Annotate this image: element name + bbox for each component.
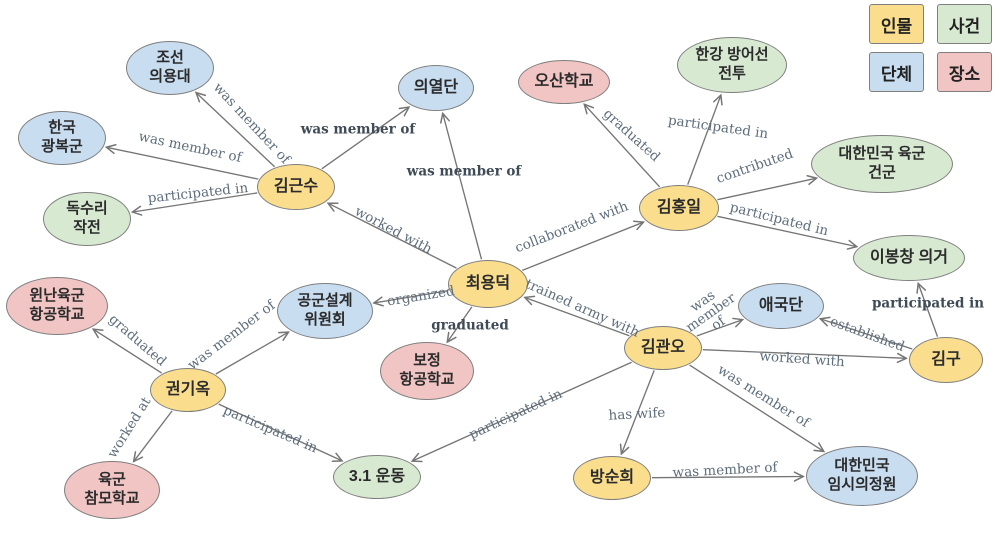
edge-kim-geun-su-hanguk-gwangbokgun bbox=[107, 147, 259, 180]
edge-choe-yong-deok-gonggun-seolgye-wiwonhoe bbox=[374, 289, 449, 303]
edge-kim-gwan-o-samil-undong bbox=[412, 361, 632, 461]
node-samil-undong[interactable]: 3.1 운동 bbox=[333, 455, 421, 499]
edge-kim-gwan-o-bang-sun-hui bbox=[622, 370, 655, 453]
edge-choe-yong-deok-bojeong-hanggong-hakgyo bbox=[447, 306, 473, 342]
node-gwon-gi-ok[interactable]: 권기옥 bbox=[150, 368, 226, 412]
edge-kim-hong-il-daehanminguk-yukgun-geongun bbox=[717, 178, 816, 201]
edge-kim-gwan-o-daehanminguk-imsi-uijeongwon bbox=[689, 364, 824, 451]
edge-choe-yong-deok-uiyeoldan bbox=[443, 114, 483, 260]
edge-kim-geun-su-joseon-uiyongdae bbox=[196, 93, 276, 168]
edge-gwon-gi-ok-winnan-yukgun-hanggong-hakgyo bbox=[93, 329, 163, 374]
legend: 인물 사건 단체 장소 bbox=[869, 4, 992, 92]
legend-item-person: 인물 bbox=[869, 4, 924, 44]
edge-kim-geun-su-uiyeoldan bbox=[321, 107, 409, 170]
node-hangang-bangeoseon-jeontu[interactable]: 한강 방어선 전투 bbox=[677, 37, 787, 93]
edge-kim-gu-aegukdan bbox=[821, 319, 913, 350]
node-kim-hong-il[interactable]: 김홍일 bbox=[639, 185, 719, 231]
node-kim-geun-su[interactable]: 김근수 bbox=[257, 164, 335, 210]
edge-kim-hong-il-osan-hakgyo bbox=[584, 104, 661, 188]
edge-kim-gwan-o-choe-yong-deok bbox=[525, 298, 630, 337]
edge-label-kim-gwan-o-bang-sun-hui: has wife bbox=[608, 404, 666, 424]
edge-kim-geun-su-doksuri-jakjeon bbox=[133, 192, 258, 212]
edge-label-kim-geun-su-uiyeoldan: was member of bbox=[300, 121, 416, 138]
edge-bang-sun-hui-daehanminguk-imsi-uijeongwon bbox=[651, 477, 803, 478]
edge-gwon-gi-ok-gonggun-seolgye-wiwonhoe bbox=[215, 332, 288, 375]
edge-kim-hong-il-hangang-bangeoseon-jeontu bbox=[687, 95, 721, 185]
legend-item-event: 사건 bbox=[937, 4, 992, 44]
node-daehanminguk-imsi-uijeongwon[interactable]: 대한민국 임시의정원 bbox=[806, 446, 918, 506]
edge-label-kim-gu-i-bong-chang-uigeo: participated in bbox=[871, 295, 985, 312]
node-winnan-yukgun-hanggong-hakgyo[interactable]: 윈난육군 항공학교 bbox=[6, 277, 108, 335]
legend-item-organization: 단체 bbox=[869, 52, 924, 92]
node-doksuri-jakjeon[interactable]: 독수리 작전 bbox=[43, 192, 131, 246]
edge-label-choe-yong-deok-bojeong-hanggong-hakgyo: graduated bbox=[431, 317, 509, 334]
node-choe-yong-deok[interactable]: 최용덕 bbox=[448, 260, 528, 308]
edge-choe-yong-deok-kim-hong-il bbox=[522, 222, 643, 272]
edge-kim-gu-i-bong-chang-uigeo bbox=[918, 284, 939, 337]
edge-gwon-gi-ok-samil-undong bbox=[218, 403, 342, 461]
node-bang-sun-hui[interactable]: 방순희 bbox=[573, 456, 651, 500]
node-joseon-uiyongdae[interactable]: 조선 의용대 bbox=[126, 41, 214, 95]
edge-gwon-gi-ok-yukgun-chammo-hakgyo bbox=[134, 410, 173, 461]
node-osan-hakgyo[interactable]: 오산학교 bbox=[518, 60, 610, 104]
legend-item-place: 장소 bbox=[937, 52, 992, 92]
node-yukgun-chammo-hakgyo[interactable]: 육군 참모학교 bbox=[64, 461, 160, 519]
edge-kim-hong-il-i-bong-chang-uigeo bbox=[717, 215, 856, 246]
node-kim-gwan-o[interactable]: 김관오 bbox=[624, 326, 702, 370]
node-i-bong-chang-uigeo[interactable]: 이봉창 의거 bbox=[853, 235, 965, 281]
node-bojeong-hanggong-hakgyo[interactable]: 보정 항공학교 bbox=[380, 342, 474, 400]
node-kim-gu[interactable]: 김구 bbox=[909, 337, 983, 383]
edge-kim-gwan-o-kim-gu bbox=[702, 349, 906, 359]
node-uiyeoldan[interactable]: 의열단 bbox=[398, 65, 474, 111]
edge-choe-yong-deok-kim-geun-su bbox=[328, 203, 457, 269]
edge-kim-gwan-o-aegukdan bbox=[696, 320, 743, 337]
node-gonggun-seolgye-wiwonhoe[interactable]: 공군설계 위원회 bbox=[277, 283, 373, 339]
node-hanguk-gwangbokgun[interactable]: 한국 광복군 bbox=[18, 111, 106, 165]
edge-label-choe-yong-deok-uiyeoldan: was member of bbox=[406, 163, 522, 180]
node-daehanminguk-yukgun-geongun[interactable]: 대한민국 육군 건군 bbox=[811, 135, 953, 193]
node-aegukdan[interactable]: 애국단 bbox=[738, 283, 824, 329]
